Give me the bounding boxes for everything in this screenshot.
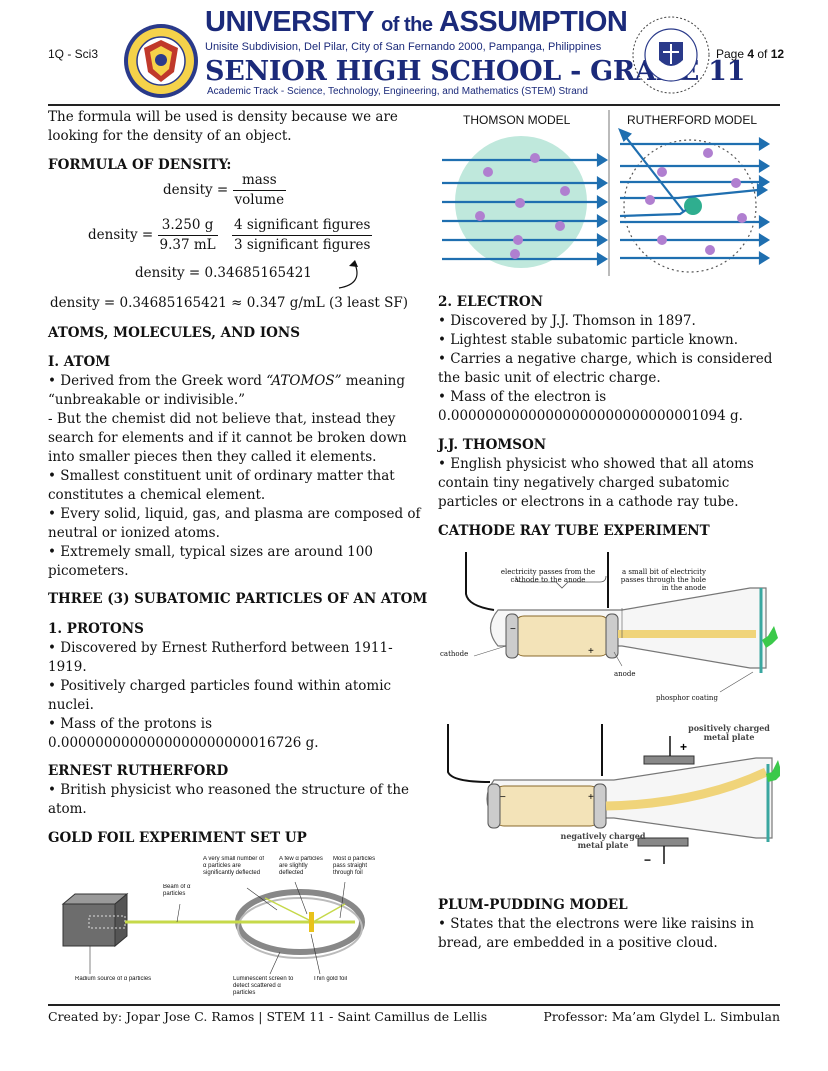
university-seal-logo	[124, 24, 198, 98]
shs-seal-logo	[632, 16, 710, 94]
atom-bullet-1: • Derived from the Greek word “ATOMOS” m…	[48, 373, 405, 408]
electron-bullet-1: • Discovered by J.J. Thomson in 1897.	[438, 313, 696, 329]
gf-label-most: Most α particles pass straight through f…	[333, 856, 376, 876]
protons-heading: 1. PROTONS	[48, 621, 144, 637]
svg-text:+: +	[588, 792, 594, 803]
crt2-label-pos: positively charged metal plate	[688, 724, 770, 742]
crt-label-passes: electricity passes from the cathode to t…	[500, 568, 596, 584]
plum-pudding-section: PLUM-PUDDING MODEL • States that the ele…	[438, 896, 783, 953]
protons-bullet-2: • Positively charged particles found wit…	[48, 678, 392, 713]
plum-pudding-bullet-1: • States that the electrons were like ra…	[438, 916, 755, 951]
crt2-label-neg: negatively charged metal plate	[560, 832, 646, 850]
header-rule	[48, 104, 780, 106]
cathode-ray-tube-diagram: − + electricity passes from the cathode …	[440, 552, 778, 702]
crt-heading: CATHODE RAY TUBE EXPERIMENT	[438, 523, 710, 539]
atom-bullet-3: • Smallest constituent unit of ordinary …	[48, 468, 395, 503]
electron-bullet-2: • Lightest stable subatomic particle kno…	[438, 332, 738, 348]
gf-label-small: A very small number of α particles are s…	[203, 856, 265, 876]
atom-section: I. ATOM • Derived from the Greek word “A…	[48, 353, 426, 581]
jj-thomson-heading: J.J. THOMSON	[438, 437, 547, 453]
atom-bullet-2: - But the chemist did not believe that, …	[48, 411, 407, 465]
electron-section: 2. ELECTRON • Discovered by J.J. Thomson…	[438, 293, 783, 426]
crt-label-phosphor: phosphor coating	[656, 694, 718, 702]
electron-bullet-4: • Mass of the electron is 0.000000000000…	[438, 389, 743, 424]
gf-label-foil: Thin gold foil	[313, 976, 348, 982]
footer-rule	[48, 1004, 780, 1006]
gf-label-few: A few α particles are slightly deflected	[279, 856, 323, 876]
protons-bullet-3: • Mass of the protons is 0.0000000000000…	[48, 716, 319, 751]
formula-heading: FORMULA OF DENSITY:	[48, 157, 232, 173]
intro-text: The formula will be used is density beca…	[48, 109, 398, 144]
svg-text:+: +	[680, 740, 687, 754]
subatomic-heading: THREE (3) SUBATOMIC PARTICLES OF AN ATOM	[48, 591, 428, 607]
svg-text:+: +	[588, 646, 594, 657]
rutherford-section: ERNEST RUTHERFORD • British physicist wh…	[48, 762, 426, 819]
jj-thomson-bullet-1: • English physicist who showed that all …	[438, 456, 754, 510]
goldfoil-heading: GOLD FOIL EXPERIMENT SET UP	[48, 830, 307, 846]
amu-heading: ATOMS, MOLECULES, AND IONS	[48, 325, 300, 341]
plum-pudding-heading: PLUM-PUDDING MODEL	[438, 897, 628, 913]
atom-bullet-5: • Extremely small, typical sizes are aro…	[48, 544, 373, 579]
crt-label-anode: anode	[614, 670, 636, 678]
thomson-model-label: THOMSON MODEL	[463, 113, 571, 127]
atom-bullet-4: • Every solid, liquid, gas, and plasma a…	[48, 506, 421, 541]
svg-text:−: −	[644, 853, 651, 867]
atom-heading: I. ATOM	[48, 354, 111, 370]
school-address: Unisite Subdivision, Del Pilar, City of …	[205, 41, 602, 53]
academic-track: Academic Track - Science, Technology, En…	[207, 86, 588, 97]
jj-thomson-section: J.J. THOMSON • English physicist who sho…	[438, 436, 783, 512]
page-indicator: Page 4 of 12	[716, 47, 785, 61]
course-code: 1Q - Sci3	[48, 47, 99, 61]
gf-label-radium: Radium source of α particles	[75, 976, 152, 982]
rutherford-bullet-1: • British physicist who reasoned the str…	[48, 782, 410, 817]
footer-created-by: Created by: Jopar Jose C. Ramos | STEM 1…	[48, 1009, 488, 1024]
rutherford-model-label: RUTHERFORD MODEL	[627, 113, 758, 127]
protons-bullet-1: • Discovered by Ernest Rutherford betwee…	[48, 640, 393, 675]
svg-text:−: −	[500, 792, 506, 803]
electron-heading: 2. ELECTRON	[438, 294, 543, 310]
protons-section: 1. PROTONS • Discovered by Ernest Ruther…	[48, 620, 426, 753]
density-rounded: density = 0.34685165421 ≈ 0.347 g/mL (3 …	[50, 295, 408, 311]
gf-label-screen: Luminescent screen to detect scattered α…	[233, 976, 294, 996]
density-result: density = 0.34685165421	[135, 265, 312, 281]
footer-professor: Professor: Ma’am Glydel L. Simbulan	[543, 1009, 780, 1024]
electron-bullet-3: • Carries a negative charge, which is co…	[438, 351, 773, 386]
rutherford-heading: ERNEST RUTHERFORD	[48, 763, 229, 779]
gold-foil-diagram: A very small number of α particles are s…	[61, 856, 376, 996]
crt-label-cathode: cathode	[440, 650, 469, 658]
gf-label-beam: Beam of α particles	[163, 884, 191, 897]
rounding-arrow-icon	[338, 260, 358, 289]
crt-deflection-diagram: + − − + positively charged metal plate n…	[447, 724, 780, 867]
atomic-models-diagram	[442, 110, 771, 276]
svg-text:−: −	[510, 624, 516, 635]
university-name: UNIVERSITY of the ASSUMPTION	[205, 6, 628, 38]
crt-label-small: a small bit of electricity passes throug…	[620, 568, 706, 592]
